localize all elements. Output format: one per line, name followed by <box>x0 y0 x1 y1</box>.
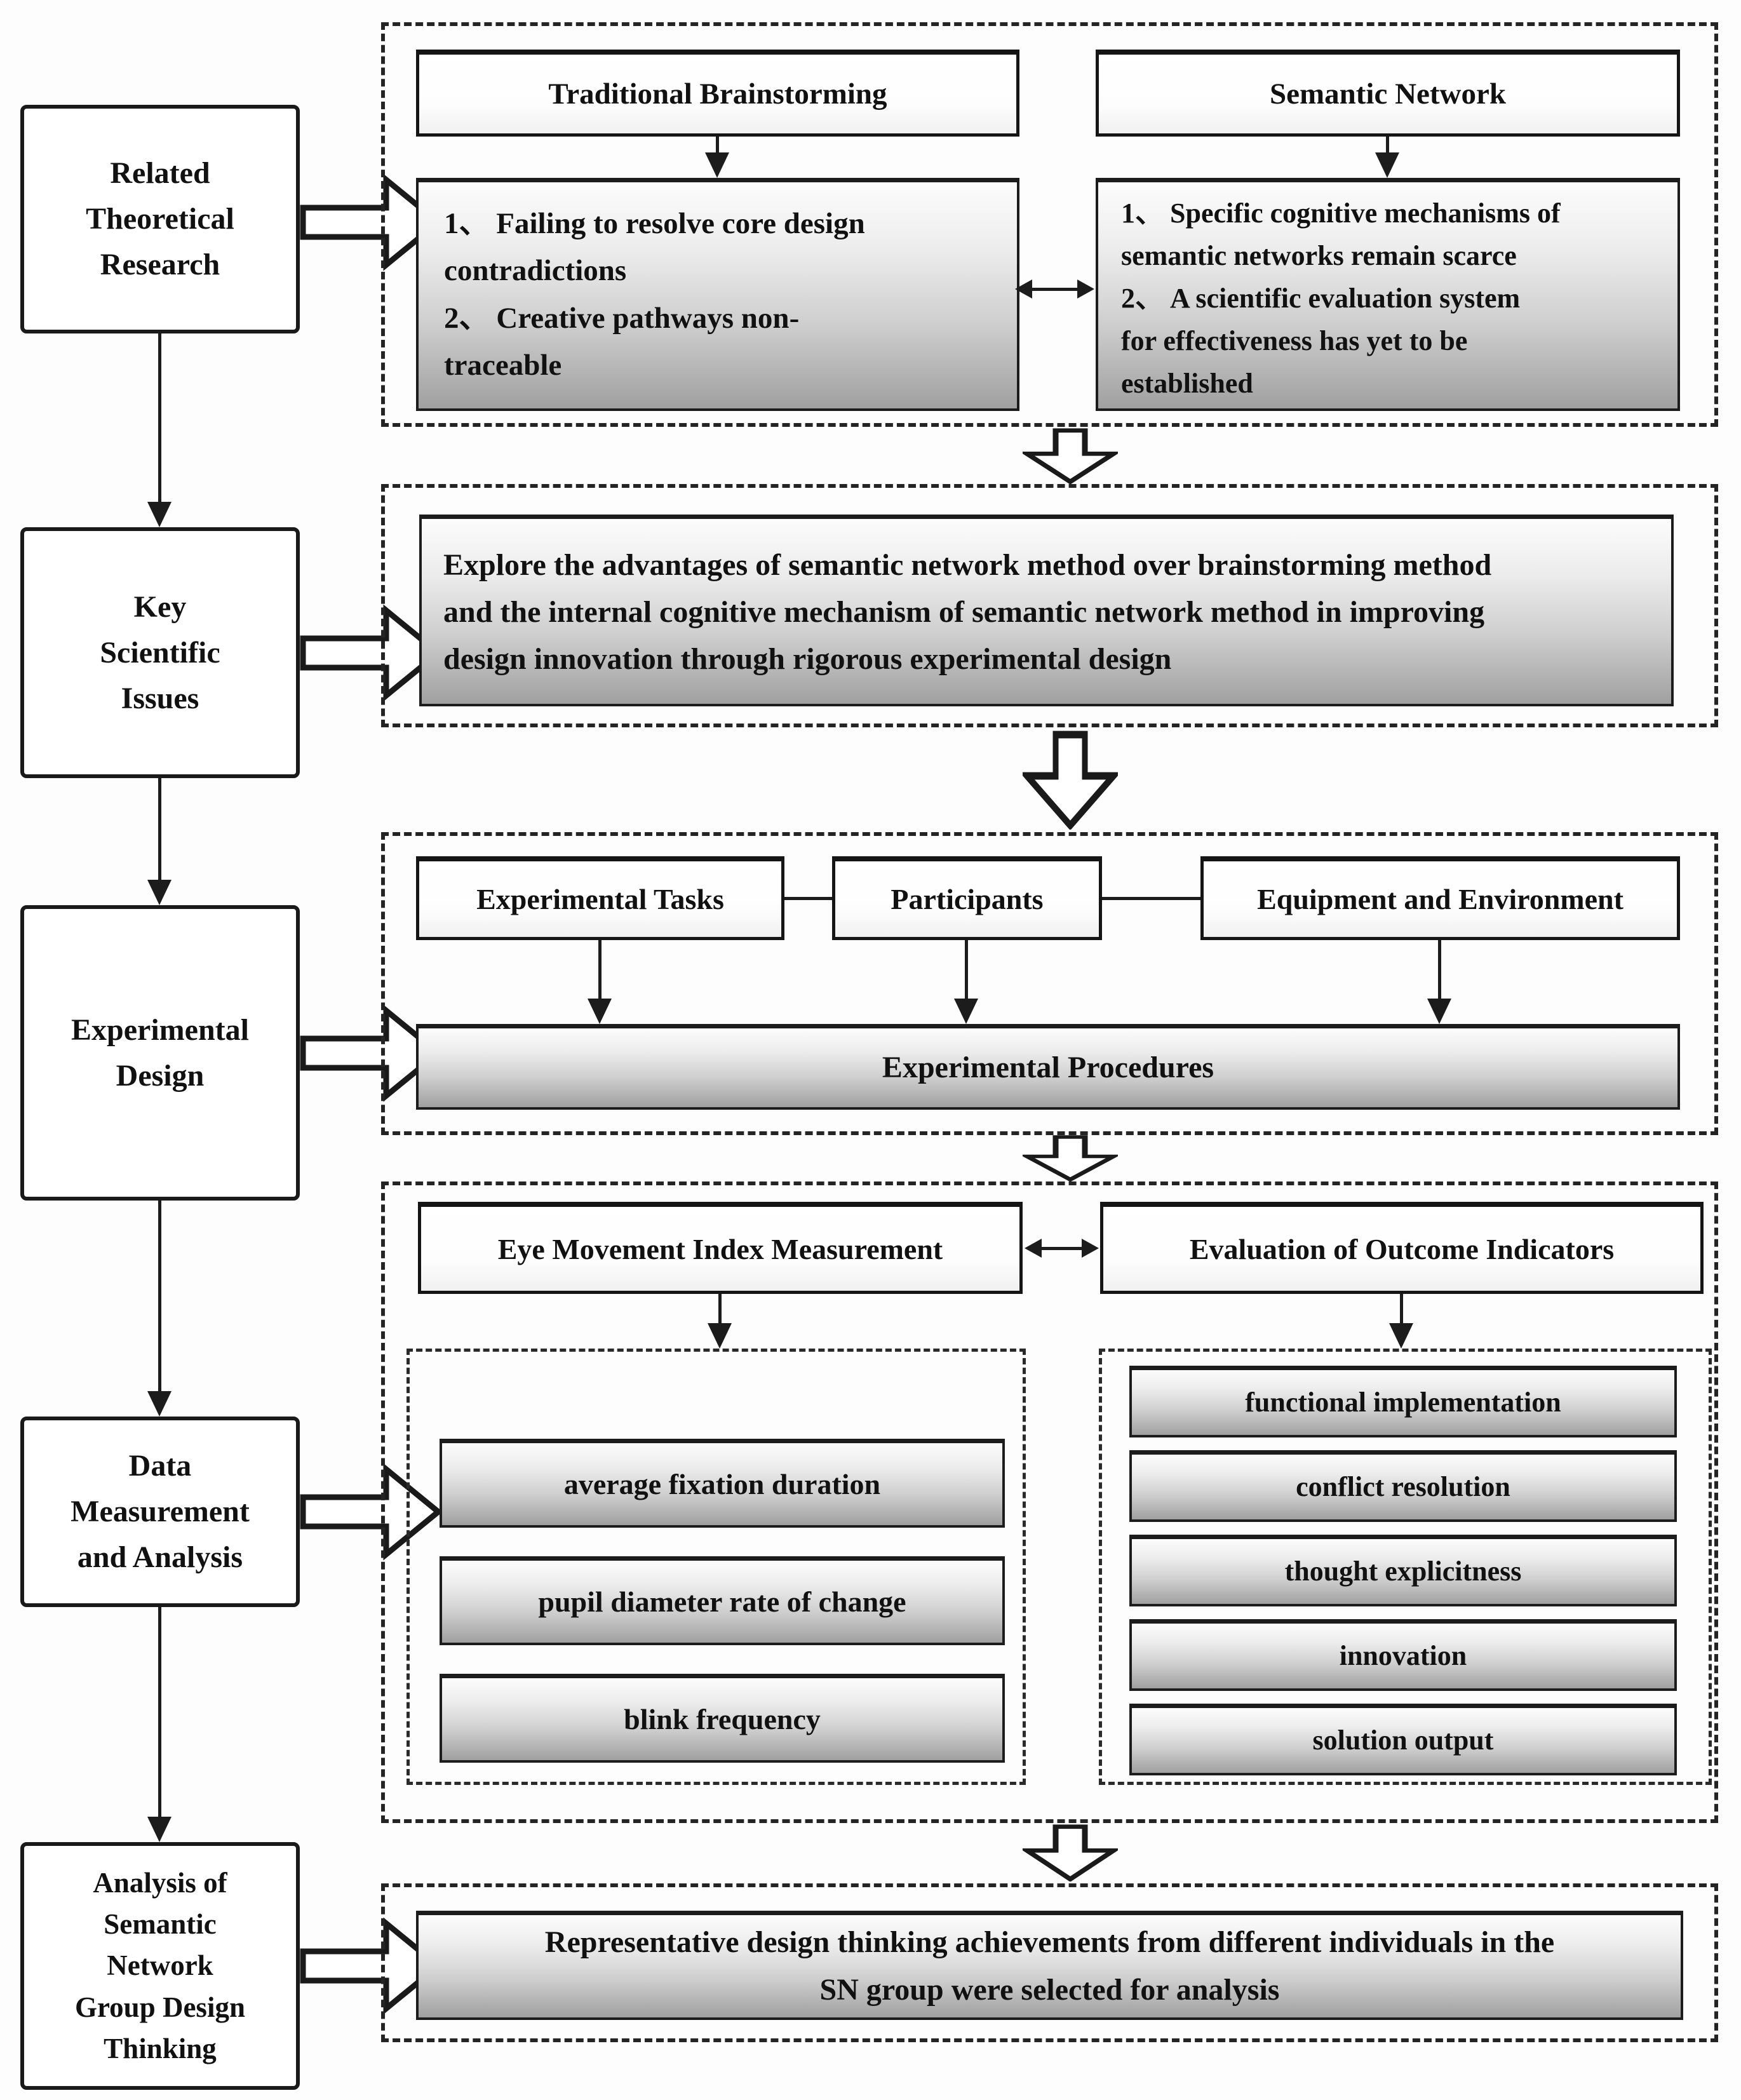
down-block-arrow-3-icon <box>1023 1135 1118 1181</box>
right-block-arrow-1-icon <box>300 173 443 271</box>
right-block-arrow-2-icon <box>300 604 443 702</box>
down-block-arrow-1-icon <box>1023 428 1118 484</box>
semantic-issues-box: 1、 Specific cognitive mechanisms of sema… <box>1096 178 1680 411</box>
metric-blink-frequency: blink frequency <box>440 1674 1005 1763</box>
stage-experimental-design: Experimental Design <box>20 905 300 1201</box>
double-arrow-left-head-icon <box>1025 1239 1042 1258</box>
participants-arrowhead-icon <box>954 999 978 1024</box>
metric-average-fixation-duration: average fixation duration <box>440 1439 1005 1528</box>
outcome-arrow-line <box>1400 1294 1403 1326</box>
measurement-double-arrow-icon <box>1025 1237 1099 1259</box>
double-arrow-bar <box>1032 287 1077 291</box>
tasks-arrowhead-icon <box>588 999 612 1024</box>
stage-connector-line-4 <box>158 1607 161 1819</box>
section-data-measurement-container <box>381 1181 1718 1823</box>
right-block-arrow-5-icon <box>300 1917 443 2015</box>
down-block-arrow-4-icon <box>1023 1824 1118 1881</box>
stage-semantic-network-group-thinking: Analysis of Semantic Network Group Desig… <box>20 1842 300 2090</box>
tasks-participants-connector <box>784 897 832 900</box>
stage-connector-arrowhead-4-icon <box>147 1817 171 1842</box>
experimental-tasks-box: Experimental Tasks <box>416 856 784 940</box>
double-arrow-right-head-icon <box>1082 1239 1099 1258</box>
stage-connector-arrowhead-2-icon <box>147 880 171 905</box>
metric-pupil-diameter-rate: pupil diameter rate of change <box>440 1556 1005 1645</box>
eye-movement-measurement-box: Eye Movement Index Measurement <box>418 1202 1023 1294</box>
down-block-arrow-2-icon <box>1023 730 1118 830</box>
eye-movement-arrow-line <box>718 1294 722 1326</box>
metric-conflict-resolution: conflict resolution <box>1129 1450 1677 1522</box>
outcome-arrowhead-icon <box>1389 1323 1413 1349</box>
double-arrow-bar <box>1042 1246 1082 1250</box>
sn-analysis-statement-box: Representative design thinking achieveme… <box>416 1911 1683 2020</box>
stage-connector-line-1 <box>158 333 161 504</box>
equipment-environment-box: Equipment and Environment <box>1200 856 1680 940</box>
metric-solution-output: solution output <box>1129 1704 1677 1775</box>
stage-connector-line-2 <box>158 778 161 882</box>
section-related-research-container <box>381 22 1718 427</box>
equipment-arrow-line <box>1438 940 1441 1001</box>
right-block-arrow-4-icon <box>300 1463 443 1561</box>
stage-connector-arrowhead-3-icon <box>147 1391 171 1417</box>
metric-thought-explicitness: thought explicitness <box>1129 1535 1677 1606</box>
traditional-brainstorming-box: Traditional Brainstorming <box>416 50 1019 137</box>
semantic-arrow-line <box>1386 137 1389 154</box>
brainstorming-arrow-line <box>716 137 719 154</box>
brainstorming-arrowhead-icon <box>705 152 729 178</box>
section-sn-analysis-container <box>381 1883 1718 2042</box>
section-experimental-design-container <box>381 832 1718 1135</box>
outcome-metrics-group <box>1099 1349 1712 1785</box>
stage-key-scientific-issues: Key Scientific Issues <box>20 527 300 778</box>
key-issues-statement-box: Explore the advantages of semantic netwo… <box>419 515 1674 706</box>
participants-equipment-connector <box>1102 897 1200 900</box>
brainstorming-issues-box: 1、 Failing to resolve core design contra… <box>416 178 1019 411</box>
participants-arrow-line <box>965 940 968 1001</box>
metric-functional-implementation: functional implementation <box>1129 1366 1677 1437</box>
stage-connector-line-3 <box>158 1201 161 1393</box>
double-arrow-right-head-icon <box>1077 279 1094 299</box>
stage-connector-arrowhead-1-icon <box>147 502 171 527</box>
eye-movement-arrowhead-icon <box>708 1323 732 1349</box>
double-arrow-left-head-icon <box>1015 279 1032 299</box>
stage-data-measurement-analysis: Data Measurement and Analysis <box>20 1417 300 1607</box>
equipment-arrowhead-icon <box>1427 999 1451 1024</box>
tasks-arrow-line <box>598 940 602 1001</box>
stage-related-theoretical-research: Related Theoretical Research <box>20 105 300 333</box>
issues-double-arrow-icon <box>1015 278 1094 300</box>
outcome-indicators-box: Evaluation of Outcome Indicators <box>1100 1202 1704 1294</box>
metric-innovation: innovation <box>1129 1619 1677 1691</box>
section-key-issues-container <box>381 484 1718 727</box>
semantic-arrowhead-icon <box>1375 152 1399 178</box>
participants-box: Participants <box>832 856 1102 940</box>
semantic-network-box: Semantic Network <box>1096 50 1680 137</box>
right-block-arrow-3-icon <box>300 1004 443 1102</box>
experimental-procedures-box: Experimental Procedures <box>416 1024 1680 1110</box>
eye-metrics-group <box>407 1349 1026 1785</box>
